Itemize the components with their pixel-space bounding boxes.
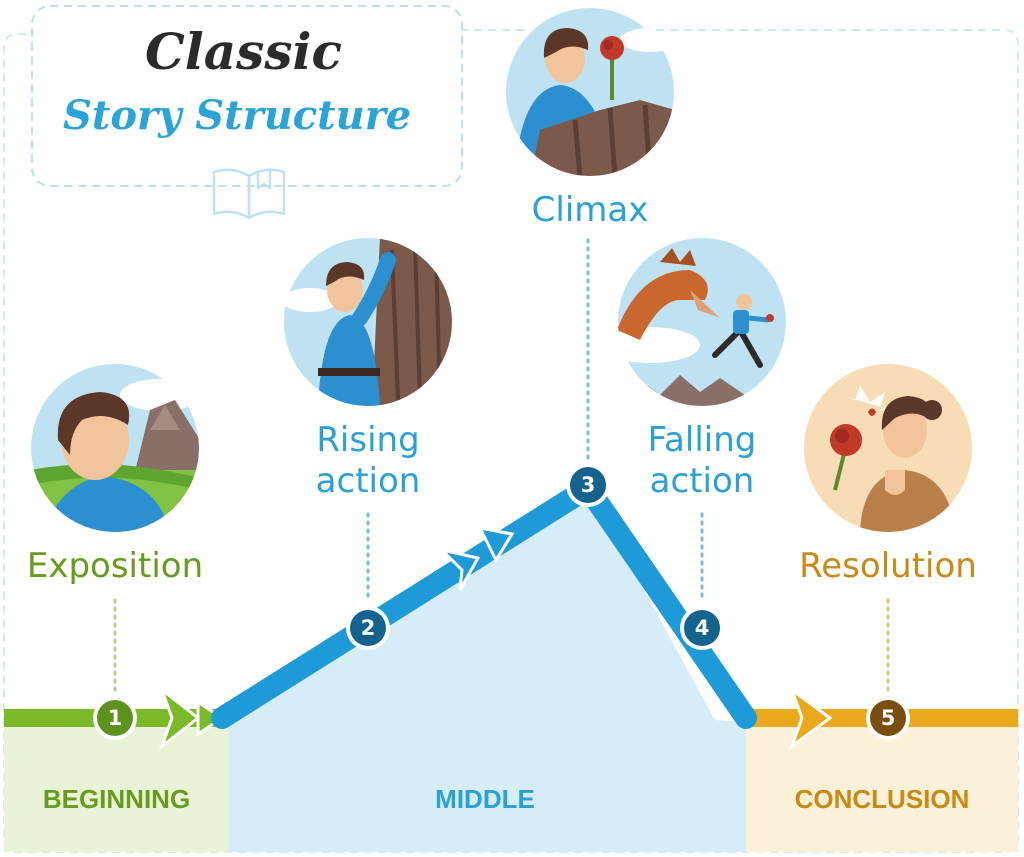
exposition-label: Exposition <box>26 546 204 586</box>
conclusion-section-label: CONCLUSION <box>794 784 970 814</box>
stage-4-badge: 4 <box>684 610 720 646</box>
rising-circle-border <box>282 236 454 408</box>
falling-action-label: Falling action <box>617 420 787 502</box>
gold-arrow-1 <box>788 685 833 751</box>
stage-5-badge: 5 <box>870 700 906 736</box>
climax-illustration <box>505 7 675 177</box>
resolution-circle-border <box>802 362 974 534</box>
rising-action-label: Rising action <box>283 420 453 502</box>
rising-action-illustration <box>283 237 453 407</box>
rising-action-line-2: action <box>315 460 421 501</box>
resolution-illustration <box>803 363 973 533</box>
rising-action-line-1: Rising <box>316 420 420 460</box>
middle-area <box>229 488 746 852</box>
beginning-section-label: BEGINNING <box>42 784 191 814</box>
book-icon <box>212 168 286 220</box>
middle-section-label: MIDDLE <box>435 784 535 814</box>
falling-action-line-2: action <box>649 460 755 501</box>
falling-circle-border <box>616 236 788 408</box>
green-arrow-2 <box>196 699 225 737</box>
exposition-circle-border <box>29 362 201 534</box>
stage-2-badge: 2 <box>350 610 386 646</box>
green-arrow-1 <box>158 685 201 751</box>
title-box <box>31 5 463 187</box>
title-line-2: Story Structure <box>63 92 412 139</box>
falling-action-illustration <box>617 237 787 407</box>
title-line-1: Classic <box>145 22 342 81</box>
stage-3-badge: 3 <box>570 467 606 503</box>
rising-arrow-1 <box>437 547 481 591</box>
climax-label: Climax <box>531 190 649 230</box>
climax-circle-border <box>504 6 676 178</box>
rising-arrow-2 <box>477 525 515 564</box>
stage-1-badge: 1 <box>97 700 133 736</box>
resolution-label: Resolution <box>799 546 977 586</box>
falling-action-line-1: Falling <box>647 420 757 460</box>
beginning-band <box>4 722 229 852</box>
